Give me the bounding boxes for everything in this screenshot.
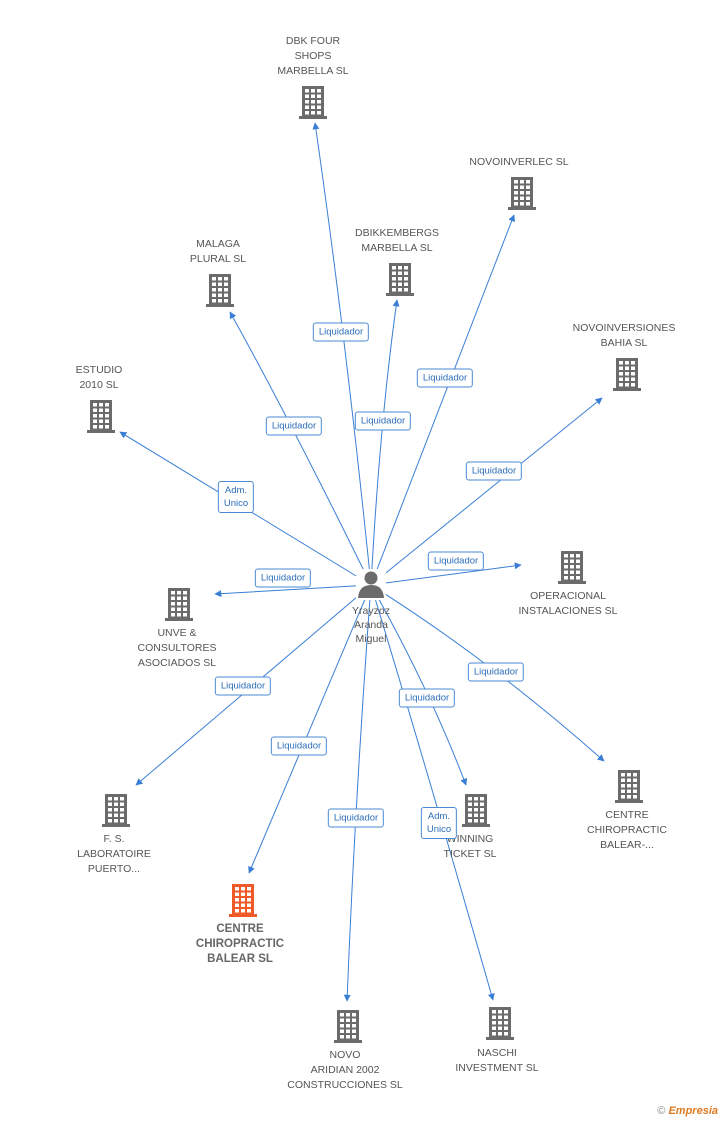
edge-winning	[370, 584, 468, 786]
company-label-malaga[interactable]: MALAGA PLURAL SL	[189, 238, 247, 265]
role-badge: Liquidador	[327, 808, 385, 828]
edge-chiro	[248, 584, 372, 874]
company-label-novoinverlec[interactable]: NOVOINVERLEC SL	[469, 156, 569, 168]
edge-malaga	[229, 311, 372, 586]
building-icon[interactable]	[165, 588, 193, 621]
company-label-estudio[interactable]: ESTUDIO 2010 SL	[75, 364, 123, 391]
edge-unve	[214, 584, 372, 598]
role-badge: Adm. Unico	[420, 807, 458, 839]
company-label-winning[interactable]: WINNING TICKET SL	[443, 833, 497, 860]
edge-novo	[343, 584, 372, 1002]
company-label-naschi[interactable]: NASCHI INVESTMENT SL	[455, 1047, 539, 1074]
company-label-dbikkembergs[interactable]: DBIKKEMBERGS MARBELLA SL	[354, 227, 440, 254]
building-icon[interactable]	[486, 1007, 514, 1040]
building-icon[interactable]	[615, 770, 643, 803]
company-label-unve[interactable]: UNVE & CONSULTORES ASOCIADOS SL	[137, 627, 217, 669]
edge-naschi	[370, 584, 495, 1001]
edge-operacional	[370, 562, 522, 586]
edge-dbikkembergs	[370, 299, 400, 586]
building-icon[interactable]	[229, 884, 257, 917]
role-badge: Liquidador	[354, 411, 412, 431]
company-label-chiro[interactable]: CENTRE CHIROPRACTIC BALEAR SL	[195, 923, 285, 965]
role-badge: Liquidador	[265, 416, 323, 436]
building-icon[interactable]	[613, 358, 641, 391]
company-label-novoinversiones[interactable]: NOVOINVERSIONES BAHIA SL	[572, 322, 676, 349]
building-icon[interactable]	[102, 794, 130, 827]
building-icon[interactable]	[206, 274, 234, 307]
building-icon[interactable]	[334, 1010, 362, 1043]
role-badge: Liquidador	[465, 461, 523, 481]
role-badge: Liquidador	[427, 551, 485, 571]
company-label-fs[interactable]: F. S. LABORATOIRE PUERTO...	[77, 833, 151, 875]
copyright-symbol: ©	[657, 1105, 666, 1117]
company-label-chiro2[interactable]: CENTRE CHIROPRACTIC BALEAR-...	[587, 809, 667, 851]
person-name[interactable]: Yrayzoz Aranda Miguel	[352, 605, 390, 645]
role-badge: Liquidador	[312, 322, 370, 342]
building-icon[interactable]	[462, 794, 490, 827]
footer-brand: © Empresia	[657, 1105, 718, 1117]
edge-novoinversiones	[370, 397, 603, 586]
building-icon[interactable]	[558, 551, 586, 584]
building-icon[interactable]	[386, 263, 414, 296]
company-label-dbk[interactable]: DBK FOUR SHOPS MARBELLA SL	[277, 35, 349, 77]
role-badge: Liquidador	[467, 662, 525, 682]
edge-novoinverlec	[370, 214, 515, 586]
company-label-operacional[interactable]: OPERACIONAL INSTALACIONES SL	[518, 590, 618, 617]
building-icon[interactable]	[87, 400, 115, 433]
edge-dbk	[312, 122, 372, 586]
building-icon[interactable]	[299, 86, 327, 119]
building-icon[interactable]	[508, 177, 536, 210]
role-badge: Liquidador	[398, 688, 456, 708]
role-badge: Liquidador	[254, 568, 312, 588]
company-label-novo[interactable]: NOVO ARIDIAN 2002 CONSTRUCCIONES SL	[287, 1049, 403, 1091]
brand-logo: Empresia	[668, 1105, 718, 1117]
role-badge: Liquidador	[270, 736, 328, 756]
role-badge: Adm. Unico	[217, 481, 255, 513]
role-badge: Liquidador	[416, 368, 474, 388]
person-icon[interactable]	[356, 569, 386, 600]
role-badge: Liquidador	[214, 676, 272, 696]
